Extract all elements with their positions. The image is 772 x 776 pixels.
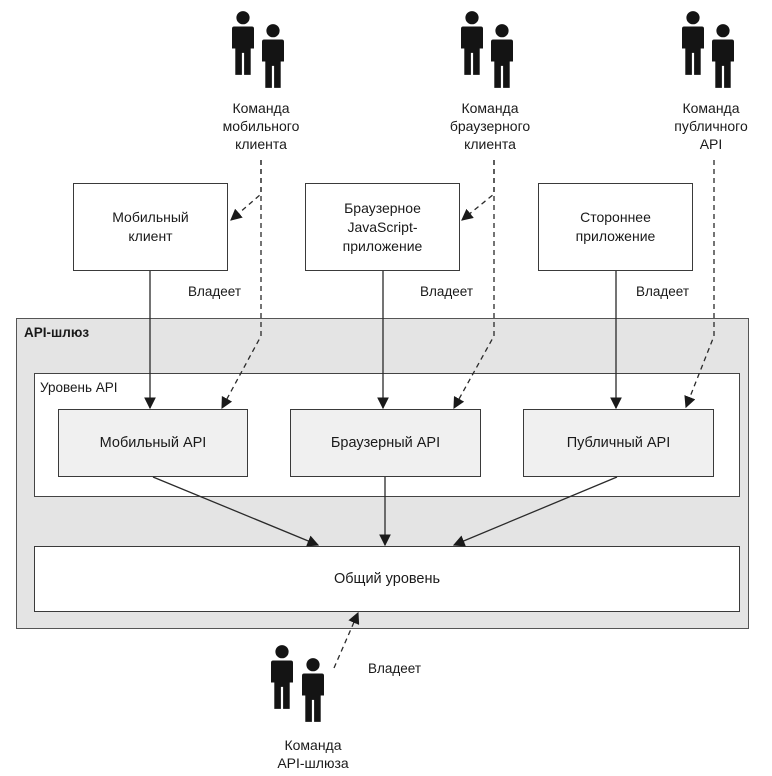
mobile-api-box: Мобильный API — [58, 409, 248, 477]
mobile-client-line2: клиент — [128, 228, 173, 244]
people-icon-mobile-team — [232, 11, 284, 88]
person-icon — [302, 658, 324, 722]
thirdparty-client-line2: приложение — [575, 228, 656, 244]
owns-label-gateway: Владеет — [368, 661, 422, 676]
browser-api-box: Браузерный API — [290, 409, 481, 477]
public-api-box: Публичный API — [523, 409, 714, 477]
owns-label-mobile: Владеет — [188, 284, 242, 299]
person-icon — [682, 11, 704, 75]
public-api-label: Публичный API — [566, 434, 671, 451]
person-icon — [271, 645, 293, 709]
team-gateway-line2: API-шлюза — [277, 755, 349, 771]
team-public-line2: публичного — [674, 118, 748, 134]
owns-arrow-mobile-team-to-client — [230, 160, 262, 221]
team-browser-line3: клиента — [464, 136, 516, 152]
owns-arrow-browser-team-to-client — [461, 160, 495, 221]
team-public-label: Команда публичного API — [646, 99, 772, 153]
person-icon — [262, 24, 284, 88]
team-public-line3: API — [699, 136, 723, 152]
common-layer-box: Общий уровень — [34, 546, 740, 612]
common-layer-label: Общий уровень — [333, 570, 441, 587]
team-gateway-line1: Команда — [284, 737, 342, 753]
team-browser-label: Команда браузерного клиента — [425, 99, 555, 153]
arrow-mobile-api-to-common — [152, 476, 320, 547]
mobile-client-box: Мобильный клиент — [73, 183, 228, 271]
team-mobile-line3: клиента — [235, 136, 287, 152]
team-mobile-line1: Команда — [232, 100, 290, 116]
team-gateway-label: Команда API-шлюза — [248, 736, 378, 772]
team-browser-line1: Команда — [461, 100, 519, 116]
api-layer-label: Уровень API — [40, 380, 118, 395]
owns-arrow-public-team-to-api — [684, 160, 715, 409]
people-icon-gateway-team — [271, 645, 324, 722]
browser-client-box: Браузерное JavaScript- приложение — [305, 183, 460, 271]
team-browser-line2: браузерного — [449, 118, 531, 134]
owns-label-public: Владеет — [636, 284, 690, 299]
people-icon-browser-team — [461, 11, 513, 88]
person-icon — [461, 11, 483, 75]
people-icon-public-team — [682, 11, 734, 88]
mobile-api-label: Мобильный API — [99, 434, 207, 451]
owns-arrow-mobile-team-to-api — [221, 160, 262, 410]
browser-client-line1: Браузерное — [344, 199, 421, 216]
thirdparty-client-line1: Стороннее — [580, 209, 651, 225]
arrow-public-api-to-common — [452, 476, 618, 547]
owns-arrow-browser-team-to-api — [453, 160, 495, 410]
team-public-line1: Команда — [682, 100, 740, 116]
team-mobile-label: Команда мобильного клиента — [196, 99, 326, 153]
mobile-client-line1: Мобильный — [112, 209, 189, 225]
api-gateway-label: API-шлюз — [24, 325, 90, 340]
team-mobile-line2: мобильного — [222, 118, 300, 134]
owns-label-browser: Владеет — [420, 284, 474, 299]
browser-client-line2: JavaScript- — [347, 218, 418, 235]
browser-client-line3: приложение — [342, 237, 423, 254]
person-icon — [232, 11, 254, 75]
person-icon — [491, 24, 513, 88]
owns-arrow-gateway-team-to-common — [333, 611, 360, 669]
browser-api-label: Браузерный API — [330, 434, 441, 451]
person-icon — [712, 24, 734, 88]
thirdparty-client-box: Стороннее приложение — [538, 183, 693, 271]
